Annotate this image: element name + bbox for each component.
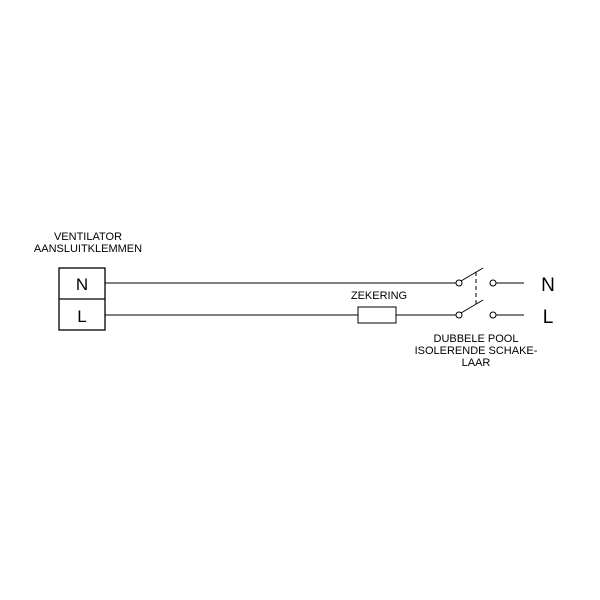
- fuse-label: ZEKERING: [351, 290, 407, 302]
- switch-blade-n: [460, 267, 484, 282]
- terminal-block-label-line1: VENTILATOR: [54, 231, 122, 243]
- terminal-block: N L: [58, 267, 106, 331]
- switch-contact-l-right: [489, 311, 497, 319]
- terminal-l-label: L: [77, 307, 86, 326]
- switch-contact-n-left: [455, 279, 463, 287]
- supply-neutral-label: N: [541, 275, 555, 296]
- double-pole-switch: [455, 267, 497, 319]
- fuse-symbol: [357, 306, 397, 324]
- switch-contact-n-right: [489, 279, 497, 287]
- switch-label-line2: ISOLERENDE SCHAKE-: [415, 345, 538, 357]
- terminal-block-label-line2: AANSLUITKLEMMEN: [34, 243, 142, 255]
- terminal-n-label: N: [76, 275, 88, 294]
- switch-blade-l: [460, 299, 484, 314]
- supply-live-label: L: [543, 307, 554, 328]
- switch-contact-l-left: [455, 311, 463, 319]
- switch-label-line1: DUBBELE POOL: [434, 333, 519, 345]
- switch-label-line3: LAAR: [462, 357, 491, 369]
